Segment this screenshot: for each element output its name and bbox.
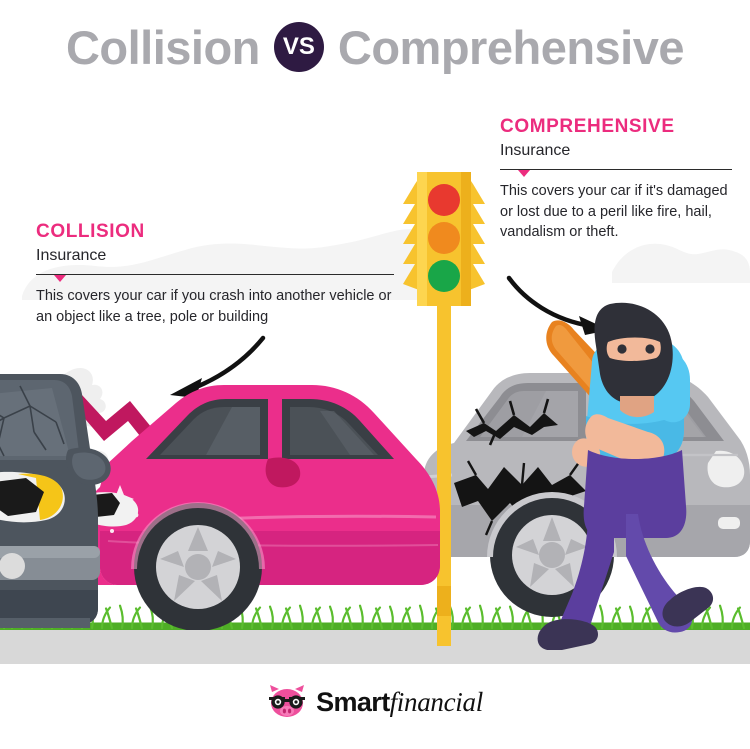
logo-brand-italic: financial — [389, 686, 484, 717]
comprehensive-block: COMPREHENSIVE Insurance This covers your… — [500, 116, 732, 243]
background-hills — [22, 229, 750, 300]
balaclava-icon — [594, 302, 673, 404]
comprehensive-divider — [500, 169, 732, 178]
collision-body: This covers your car if you crash into a… — [36, 288, 392, 325]
crumpled-hood — [56, 395, 210, 455]
collision-divider — [36, 274, 394, 283]
traffic-light-green — [428, 260, 460, 292]
vs-badge: VS — [273, 22, 324, 72]
title-right-word: Comprehensive — [337, 20, 685, 74]
collision-block: COLLISION Insurance This covers your car… — [36, 221, 394, 327]
title-left-word: Collision — [65, 20, 260, 74]
brand-logo[interactable]: Smart financial — [0, 678, 750, 726]
vandal-character — [537, 302, 714, 650]
traffic-light-red — [428, 184, 460, 216]
comprehensive-kicker: COMPREHENSIVE — [500, 116, 675, 137]
dark-gray-car-crashed — [0, 374, 111, 628]
pig-with-glasses-icon — [269, 685, 306, 717]
traffic-light-amber — [428, 222, 460, 254]
collision-kicker: COLLISION — [36, 221, 145, 242]
road-surface — [0, 628, 750, 664]
comprehensive-subtitle: Insurance — [500, 141, 571, 159]
vs-badge-label: VS — [282, 33, 315, 60]
collision-subtitle: Insurance — [36, 246, 107, 264]
traffic-light — [403, 172, 485, 646]
logo-brand-bold: Smart — [316, 686, 390, 717]
page-title: Collision VS Comprehensive — [0, 14, 750, 80]
comprehensive-body: This covers your car if it's damaged or … — [500, 183, 728, 241]
